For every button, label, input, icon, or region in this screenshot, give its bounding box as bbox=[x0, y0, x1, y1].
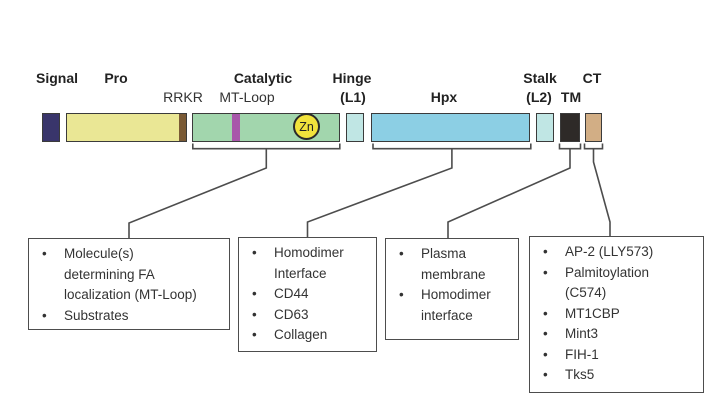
label-l1: (L1) bbox=[340, 89, 366, 105]
label-signal: Signal bbox=[35, 70, 79, 86]
zinc-badge-label: Zn bbox=[299, 119, 314, 134]
segment-tm bbox=[560, 113, 580, 142]
annotation-box-tm: Plasma membrane Homodimer interface bbox=[385, 238, 519, 340]
label-l2: (L2) bbox=[526, 89, 552, 105]
label-catalytic: Catalytic bbox=[233, 70, 293, 86]
segment-stalk-l2 bbox=[536, 113, 554, 142]
segment-rrkr-band bbox=[179, 114, 186, 141]
segment-signal bbox=[42, 113, 60, 142]
annotation-box-ct: AP-2 (LLY573) Palmitoylation (C574) MT1C… bbox=[529, 236, 704, 393]
bracket-hpx bbox=[372, 143, 532, 150]
list-item: CD63 bbox=[239, 305, 373, 326]
label-hinge: Hinge bbox=[332, 70, 372, 86]
list-item: AP-2 (LLY573) bbox=[530, 242, 700, 263]
bullet-list: AP-2 (LLY573) Palmitoylation (C574) MT1C… bbox=[530, 242, 703, 386]
segment-hpx bbox=[371, 113, 530, 142]
label-mt-loop: MT-Loop bbox=[219, 89, 275, 105]
list-item: MT1CBP bbox=[530, 304, 700, 325]
label-stalk: Stalk bbox=[523, 70, 557, 86]
annotation-box-catalytic: Molecule(s) determining FA localization … bbox=[28, 238, 230, 330]
list-item: FIH-1 bbox=[530, 345, 700, 366]
list-item: Molecule(s) determining FA localization … bbox=[29, 244, 226, 306]
segment-pro bbox=[66, 113, 187, 142]
list-item: Plasma membrane bbox=[386, 244, 515, 285]
connector-catalytic-box bbox=[128, 148, 268, 238]
connector-hpx-box bbox=[306, 148, 453, 237]
list-item: Collagen bbox=[239, 325, 373, 346]
bullet-list: Molecule(s) determining FA localization … bbox=[29, 244, 229, 326]
label-pro: Pro bbox=[104, 70, 128, 86]
connector-ct-box bbox=[592, 148, 611, 236]
connector-tm-box bbox=[447, 148, 571, 238]
list-item: Substrates bbox=[29, 306, 226, 327]
list-item: Palmitoylation (C574) bbox=[530, 263, 700, 304]
label-tm: TM bbox=[560, 89, 582, 105]
list-item: Homodimer Interface bbox=[239, 243, 373, 284]
segment-mt-loop-band bbox=[232, 114, 240, 141]
bullet-list: Plasma membrane Homodimer interface bbox=[386, 244, 518, 326]
bullet-list: Homodimer Interface CD44 CD63 Collagen bbox=[239, 243, 376, 346]
segment-hinge-l1 bbox=[346, 113, 364, 142]
list-item: CD44 bbox=[239, 284, 373, 305]
list-item: Mint3 bbox=[530, 324, 700, 345]
label-hpx: Hpx bbox=[430, 89, 458, 105]
label-rrkr: RRKR bbox=[163, 89, 203, 105]
annotation-box-hpx: Homodimer Interface CD44 CD63 Collagen bbox=[238, 237, 377, 352]
bracket-tm bbox=[558, 143, 582, 150]
label-ct: CT bbox=[582, 70, 602, 86]
zinc-badge: Zn bbox=[293, 113, 320, 140]
bracket-catalytic bbox=[192, 143, 341, 150]
list-item: Tks5 bbox=[530, 365, 700, 386]
list-item: Homodimer interface bbox=[386, 285, 515, 326]
bracket-ct bbox=[583, 143, 604, 150]
segment-ct bbox=[585, 113, 602, 142]
